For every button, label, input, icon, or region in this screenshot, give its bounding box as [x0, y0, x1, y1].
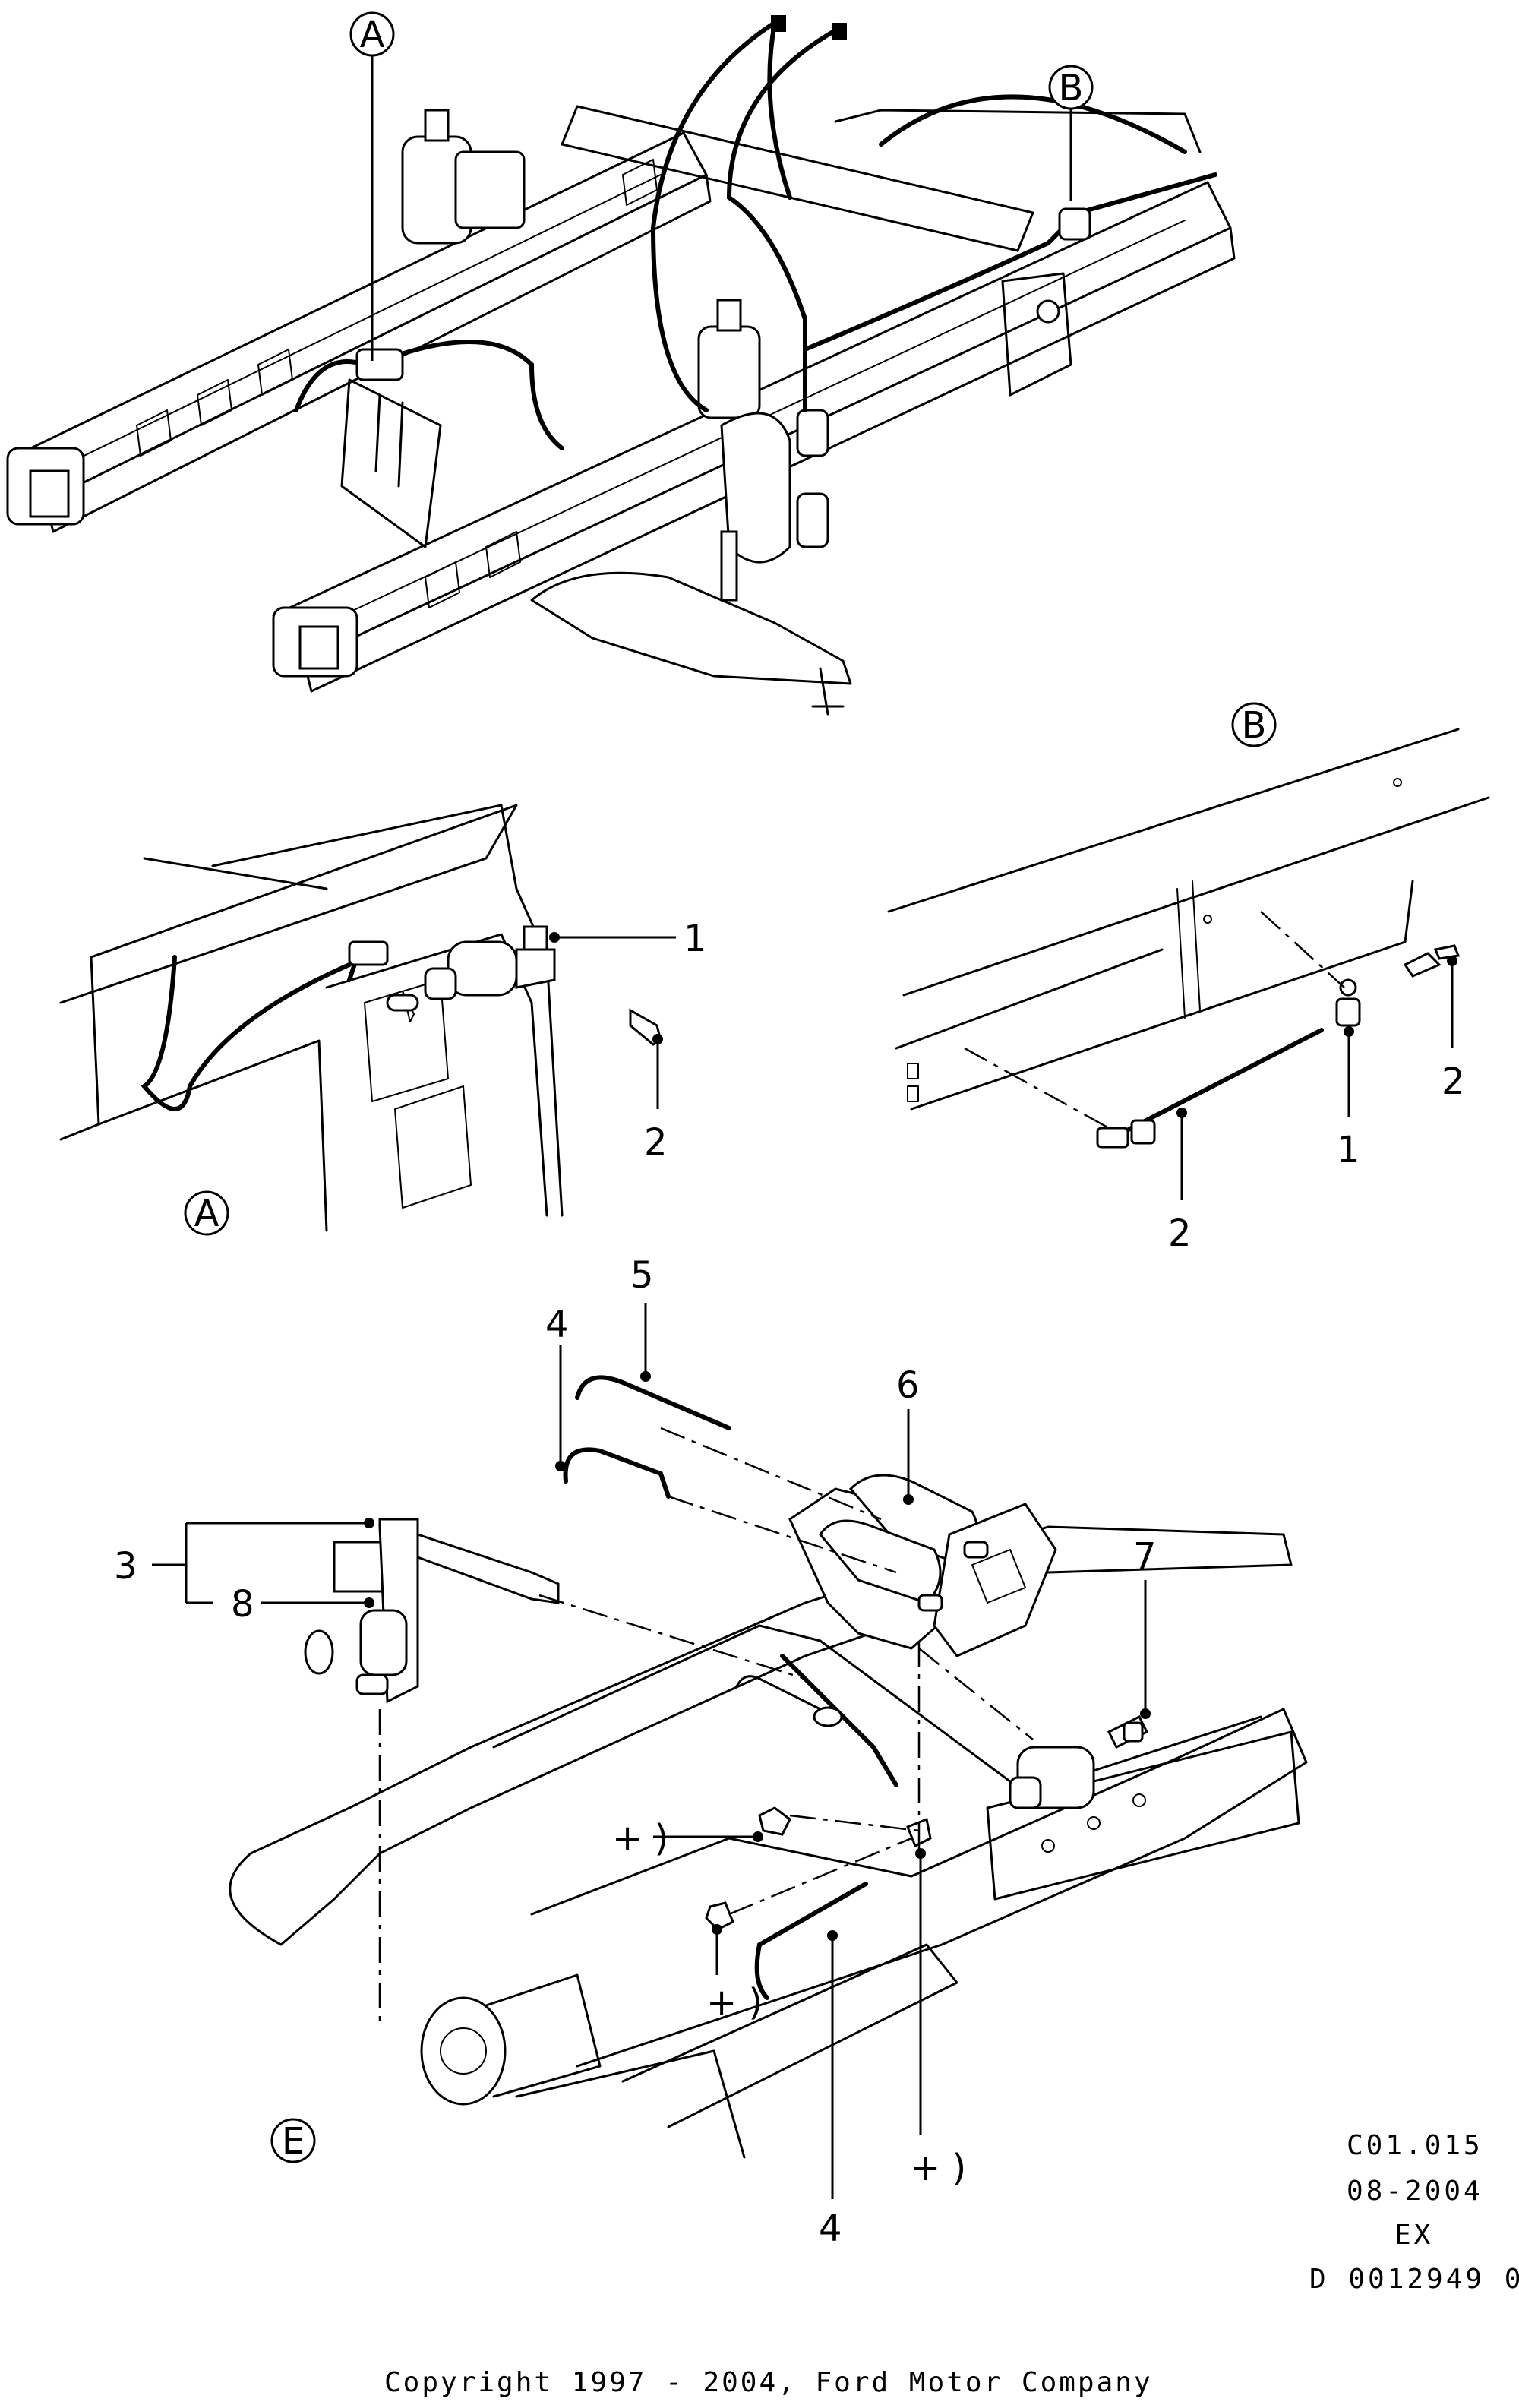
svg-text:+ ): + ) — [706, 1981, 763, 2024]
view-e-callout-6: 6 — [896, 1364, 920, 1505]
svg-text:2: 2 — [644, 1121, 668, 1164]
view-e-label: E — [270, 2118, 316, 2163]
svg-text:2: 2 — [1168, 1212, 1192, 1255]
svg-text:1: 1 — [684, 918, 707, 960]
view-e-callout-plus-lower: + ) — [706, 1924, 763, 2024]
view-a-callout-2: 2 — [644, 1034, 668, 1164]
svg-text:+ ): + ) — [612, 1817, 668, 1860]
svg-text:2: 2 — [1442, 1060, 1465, 1103]
svg-text:1: 1 — [1337, 1129, 1360, 1171]
doc-reference: D 0012949 0 — [1309, 2264, 1519, 2295]
doc-code: C01.015 — [1347, 2130, 1483, 2161]
svg-text:+ ): + ) — [910, 2147, 966, 2189]
doc-date: 08-2004 — [1347, 2176, 1483, 2207]
view-a-label: A — [184, 1190, 229, 1236]
svg-text:8: 8 — [231, 1583, 254, 1626]
overview-view-b-marker: B — [1048, 65, 1094, 201]
overview-view-a-marker: A — [349, 11, 395, 361]
view-b-callout-2-bottom: 2 — [1168, 1108, 1192, 1255]
svg-text:4: 4 — [545, 1304, 569, 1346]
svg-text:4: 4 — [819, 2207, 842, 2250]
view-e-detail-drawing — [229, 1375, 1308, 2159]
view-e-callout-7: 7 — [1133, 1535, 1157, 1719]
view-e-callout-4-top: 4 — [545, 1304, 569, 1471]
svg-text:3: 3 — [114, 1545, 137, 1588]
svg-text:A: A — [194, 1193, 219, 1235]
doc-market: EX — [1394, 2220, 1433, 2251]
overview-frame-drawing — [6, 15, 1236, 716]
view-e-callout-4-bottom: 4 — [819, 1930, 842, 2250]
svg-text:7: 7 — [1133, 1535, 1157, 1578]
copyright-notice: Copyright 1997 - 2004, Ford Motor Compan… — [384, 2367, 1153, 2398]
document-info-block: C01.015 08-2004 EX D 0012949 0 — [1309, 2130, 1519, 2295]
view-e-callout-5: 5 — [630, 1254, 654, 1382]
view-b-detail-drawing — [887, 728, 1490, 1149]
svg-text:B: B — [1242, 704, 1267, 747]
view-a-detail-drawing — [59, 804, 662, 1232]
view-e-callout-3: 3 — [114, 1518, 374, 1604]
svg-text:A: A — [360, 14, 385, 56]
view-b-callout-2-right: 2 — [1442, 956, 1465, 1103]
svg-text:5: 5 — [630, 1254, 654, 1297]
view-e-callout-plus-upper: + ) — [612, 1817, 763, 1860]
svg-text:E: E — [282, 2120, 305, 2163]
view-a-callout-1: 1 — [549, 918, 707, 960]
view-e-callout-8: 8 — [231, 1583, 374, 1626]
svg-text:6: 6 — [896, 1364, 920, 1407]
svg-text:B: B — [1059, 67, 1084, 109]
view-b-label: B — [1231, 702, 1277, 747]
view-e-callout-plus-bottom: + ) — [910, 1848, 966, 2189]
view-b-callout-1: 1 — [1337, 1026, 1360, 1171]
